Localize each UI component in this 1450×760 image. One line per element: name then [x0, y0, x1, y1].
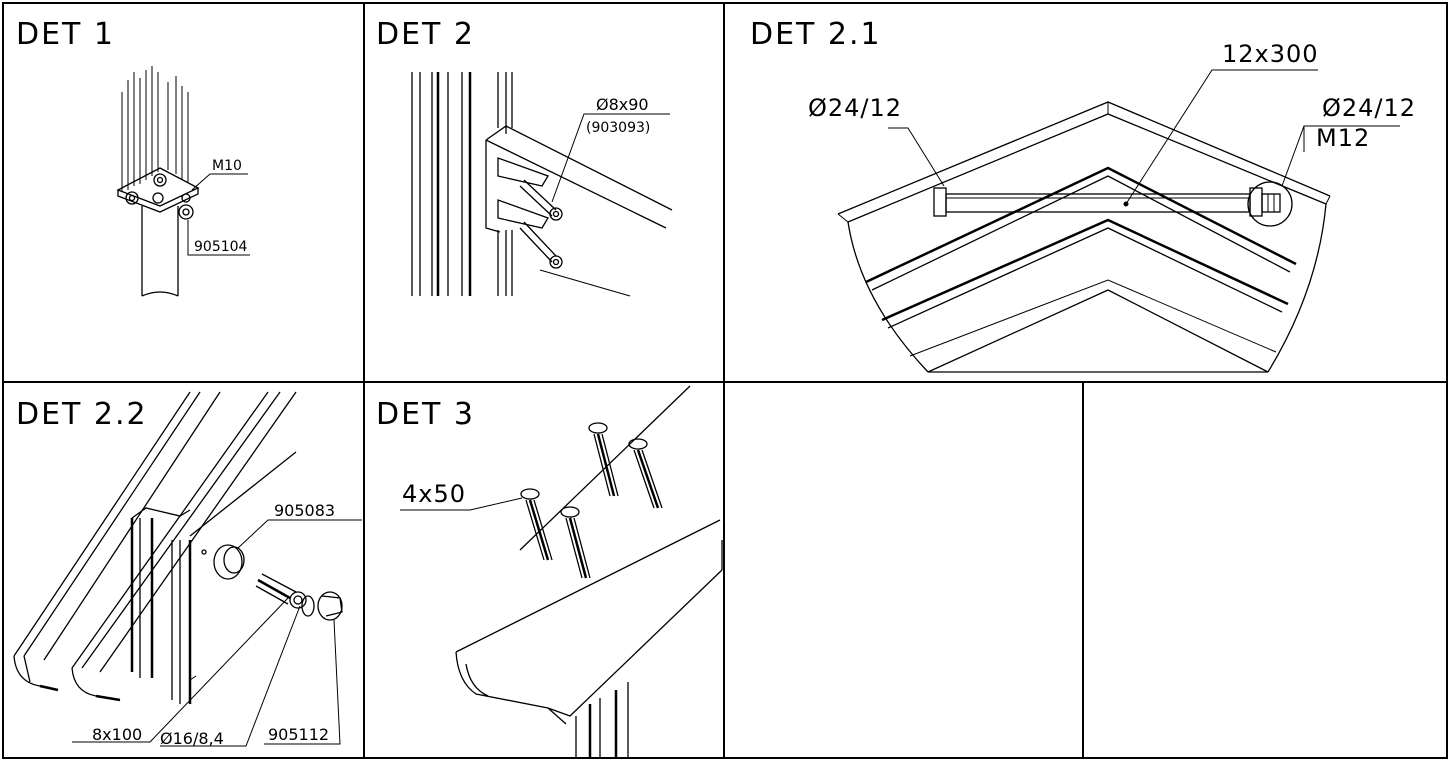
- label-903093: (903093): [586, 120, 650, 136]
- det-3-drawing: [400, 385, 723, 758]
- panel-title-det-3: DET 3: [376, 397, 475, 432]
- det-2-2-drawing: [13, 391, 362, 747]
- label-washer-left: Ø24/12: [808, 94, 902, 122]
- label-screw-4x50: 4x50: [402, 480, 466, 508]
- panel-title-det-2-2: DET 2.2: [16, 397, 148, 432]
- det-2-1-drawing: [837, 69, 1400, 373]
- label-screw-8x90: Ø8x90: [596, 95, 649, 114]
- label-905083: 905083: [274, 501, 335, 520]
- label-bolt-8x100: 8x100: [92, 725, 142, 744]
- panel-det-2: DET 2: [376, 17, 673, 297]
- panel-title-det-2-1: DET 2.1: [750, 17, 882, 52]
- screws: [520, 422, 663, 579]
- panel-det-2-1: DET 2.1: [750, 17, 1416, 373]
- panel-title-det-1: DET 1: [16, 17, 115, 52]
- label-905112: 905112: [268, 725, 329, 744]
- label-rod-12x300: 12x300: [1222, 40, 1319, 68]
- det-2-drawing: [411, 72, 673, 297]
- label-905104: 905104: [194, 239, 248, 255]
- panel-det-2-2: DET 2.2: [13, 391, 362, 748]
- label-washer-right: Ø24/12: [1322, 94, 1416, 122]
- panel-title-det-2: DET 2: [376, 17, 475, 52]
- panel-det-3: DET 3: [376, 385, 723, 758]
- label-washer-16: Ø16/8,4: [160, 729, 224, 748]
- det-1-drawing: [116, 66, 250, 297]
- panel-det-1: DET 1: [16, 17, 250, 297]
- label-nut-m12: M12: [1316, 124, 1370, 152]
- label-m10: M10: [212, 158, 242, 174]
